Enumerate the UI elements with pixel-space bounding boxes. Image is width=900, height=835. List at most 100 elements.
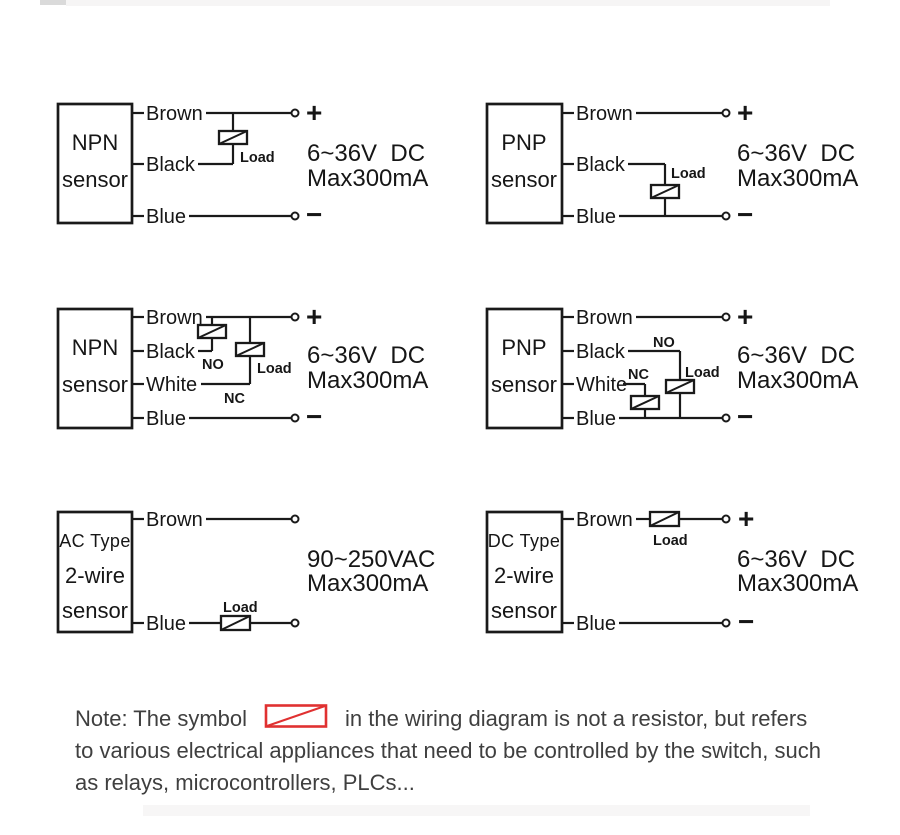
minus-sign: − xyxy=(737,401,753,432)
sensor-box xyxy=(56,102,134,225)
load-branch xyxy=(217,113,249,164)
white-wire-label: White xyxy=(576,374,627,396)
black-wire: Black xyxy=(131,341,212,363)
brown-wire: Brown xyxy=(561,509,726,531)
black-wire: Black xyxy=(131,154,233,176)
brown-wire: Brown xyxy=(561,307,726,329)
no-load-branch xyxy=(664,351,696,418)
blue-wire: Blue xyxy=(131,613,295,635)
minus-sign: − xyxy=(737,199,753,230)
current-rating: Max300mA xyxy=(737,165,858,192)
diagram-npn-4wire: NPN sensor Brown Black NO Load White NC … xyxy=(56,301,428,432)
current-rating: Max300mA xyxy=(737,367,858,394)
sensor-type-label: NPN xyxy=(72,335,118,360)
minus-terminal-icon xyxy=(721,618,731,628)
load-label: Load xyxy=(653,533,688,549)
sensor-label: sensor xyxy=(491,598,557,623)
black-wire-label: Black xyxy=(146,154,196,176)
plus-sign: + xyxy=(737,301,753,332)
black-wire: Black xyxy=(561,154,665,176)
note-line-3: as relays, microcontrollers, PLCs... xyxy=(75,770,415,795)
no-load-branch xyxy=(196,317,228,351)
voltage-rating: 6~36V DC xyxy=(307,140,425,167)
diagram-pnp-3wire: PNP sensor Brown Black Load Blue + − 6~3… xyxy=(485,97,858,230)
note-line-2: to various electrical appliances that ne… xyxy=(75,738,821,763)
no-label: NO xyxy=(653,335,675,351)
black-wire: Black xyxy=(561,341,680,363)
top-edge-strip xyxy=(66,0,830,6)
sensor-label: sensor xyxy=(491,372,557,397)
sensor-label: sensor xyxy=(491,167,557,192)
sensor-label: sensor xyxy=(62,372,128,397)
plus-sign: + xyxy=(738,503,754,534)
note-text-before-symbol: Note: The symbol xyxy=(75,706,248,731)
sensor-type-label: PNP xyxy=(501,130,546,155)
line-terminal-icon xyxy=(290,514,300,524)
voltage-rating: 6~36V DC xyxy=(737,546,855,573)
plus-terminal-icon xyxy=(290,312,300,322)
brown-wire-label: Brown xyxy=(146,509,203,531)
sensor-label: sensor xyxy=(62,598,128,623)
current-rating: Max300mA xyxy=(737,570,858,597)
black-wire-label: Black xyxy=(576,341,626,363)
nc-label: NC xyxy=(224,391,245,407)
minus-sign: − xyxy=(306,401,322,432)
minus-sign: − xyxy=(306,199,322,230)
note-paragraph: Note: The symbol in the wiring diagram is… xyxy=(75,703,875,799)
brown-wire: Brown xyxy=(131,103,295,125)
load-label: Load xyxy=(240,150,275,166)
plus-sign: + xyxy=(737,97,753,128)
brown-wire-label: Brown xyxy=(146,307,203,329)
brown-wire: Brown xyxy=(561,103,726,125)
plus-terminal-icon xyxy=(721,312,731,322)
voltage-rating: 90~250VAC xyxy=(307,546,435,573)
current-rating: Max300mA xyxy=(307,367,428,394)
note-text-after-symbol: in the wiring diagram is not a resistor,… xyxy=(345,706,808,731)
no-label: NO xyxy=(202,357,224,373)
diagram-dc-2wire: DC Type 2-wire sensor Brown Load Blue + … xyxy=(485,503,858,637)
nc-label: NC xyxy=(628,367,649,383)
voltage-rating: 6~36V DC xyxy=(737,140,855,167)
load-symbol-red-icon xyxy=(264,704,328,728)
blue-wire: Blue xyxy=(561,408,726,430)
top-edge-artifact xyxy=(40,0,66,5)
plus-terminal-icon xyxy=(721,108,731,118)
current-rating: Max300mA xyxy=(307,570,428,597)
minus-terminal-icon xyxy=(721,211,731,221)
brown-wire: Brown xyxy=(131,509,295,531)
blue-wire-label: Blue xyxy=(576,613,616,635)
current-rating: Max300mA xyxy=(307,165,428,192)
black-wire-label: Black xyxy=(146,341,196,363)
blue-wire-label: Blue xyxy=(146,206,186,228)
plus-sign: + xyxy=(306,301,322,332)
sensor-label: sensor xyxy=(62,167,128,192)
diagram-npn-3wire: NPN sensor Brown Black Load Blue + − 6~3… xyxy=(56,97,428,230)
brown-wire-label: Brown xyxy=(146,103,203,125)
brown-wire-label: Brown xyxy=(576,509,633,531)
nc-load-branch xyxy=(629,384,661,418)
wire-count-label: 2-wire xyxy=(65,563,125,588)
load-label: Load xyxy=(685,365,720,381)
minus-terminal-icon xyxy=(721,413,731,423)
neutral-terminal-icon xyxy=(290,618,300,628)
plus-terminal-icon xyxy=(721,514,731,524)
sensor-type-label: PNP xyxy=(501,335,546,360)
minus-sign: − xyxy=(738,606,754,637)
blue-wire-label: Blue xyxy=(576,408,616,430)
load-label: Load xyxy=(671,166,706,182)
white-wire: White xyxy=(561,374,645,396)
voltage-rating: 6~36V DC xyxy=(737,342,855,369)
sensor-box xyxy=(56,307,134,430)
diagram-ac-2wire: AC Type 2-wire sensor Brown Blue Load 90… xyxy=(56,509,435,635)
bottom-edge-strip xyxy=(143,805,810,816)
minus-terminal-icon xyxy=(290,413,300,423)
blue-wire-label: Blue xyxy=(576,206,616,228)
blue-wire: Blue xyxy=(561,613,726,635)
diagram-pnp-4wire: PNP sensor Brown Black NO Load White NC … xyxy=(485,301,858,432)
sensor-box xyxy=(56,510,134,634)
black-wire-label: Black xyxy=(576,154,626,176)
nc-load-branch xyxy=(234,317,266,384)
sensor-box xyxy=(485,510,564,634)
plus-terminal-icon xyxy=(290,108,300,118)
blue-wire-label: Blue xyxy=(146,613,186,635)
